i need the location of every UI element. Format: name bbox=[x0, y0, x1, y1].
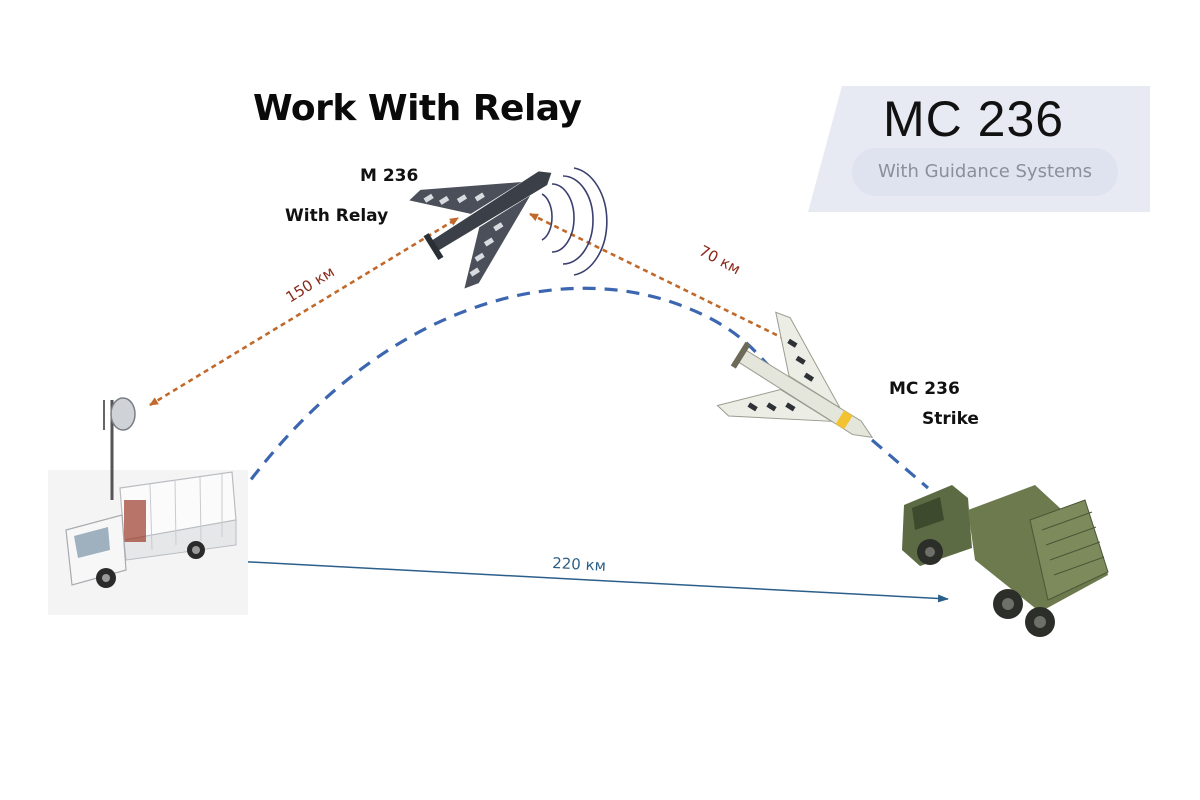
distance-label-70: 70 км bbox=[696, 242, 744, 279]
brand-card: MC 236 With Guidance Systems bbox=[808, 86, 1150, 212]
strike-model-label: MC 236 bbox=[889, 379, 960, 399]
relay-model-label: M 236 bbox=[360, 166, 419, 186]
terminal-path bbox=[870, 438, 930, 490]
strike-role-label: Strike bbox=[922, 409, 979, 429]
brand-subtitle-pill bbox=[852, 148, 1118, 196]
control-truck-icon bbox=[48, 397, 248, 615]
relay-drone-icon bbox=[409, 171, 552, 289]
strike-drone-icon bbox=[716, 311, 874, 438]
diagram-title: Work With Relay bbox=[253, 88, 582, 129]
relay-link-strike bbox=[529, 212, 796, 346]
signal-waves-icon bbox=[541, 167, 608, 276]
brand-subtitle: With Guidance Systems bbox=[877, 161, 1092, 182]
rocket-launcher-icon bbox=[902, 485, 1109, 637]
guidance-path bbox=[236, 286, 791, 498]
brand-name: MC 236 bbox=[883, 91, 1065, 147]
ground-distance-line bbox=[231, 557, 949, 603]
relay-link-station bbox=[149, 216, 459, 407]
distance-label-150: 150 км bbox=[283, 263, 338, 307]
distance-label-220: 220 км bbox=[552, 554, 607, 575]
relay-role-label: With Relay bbox=[285, 206, 389, 226]
